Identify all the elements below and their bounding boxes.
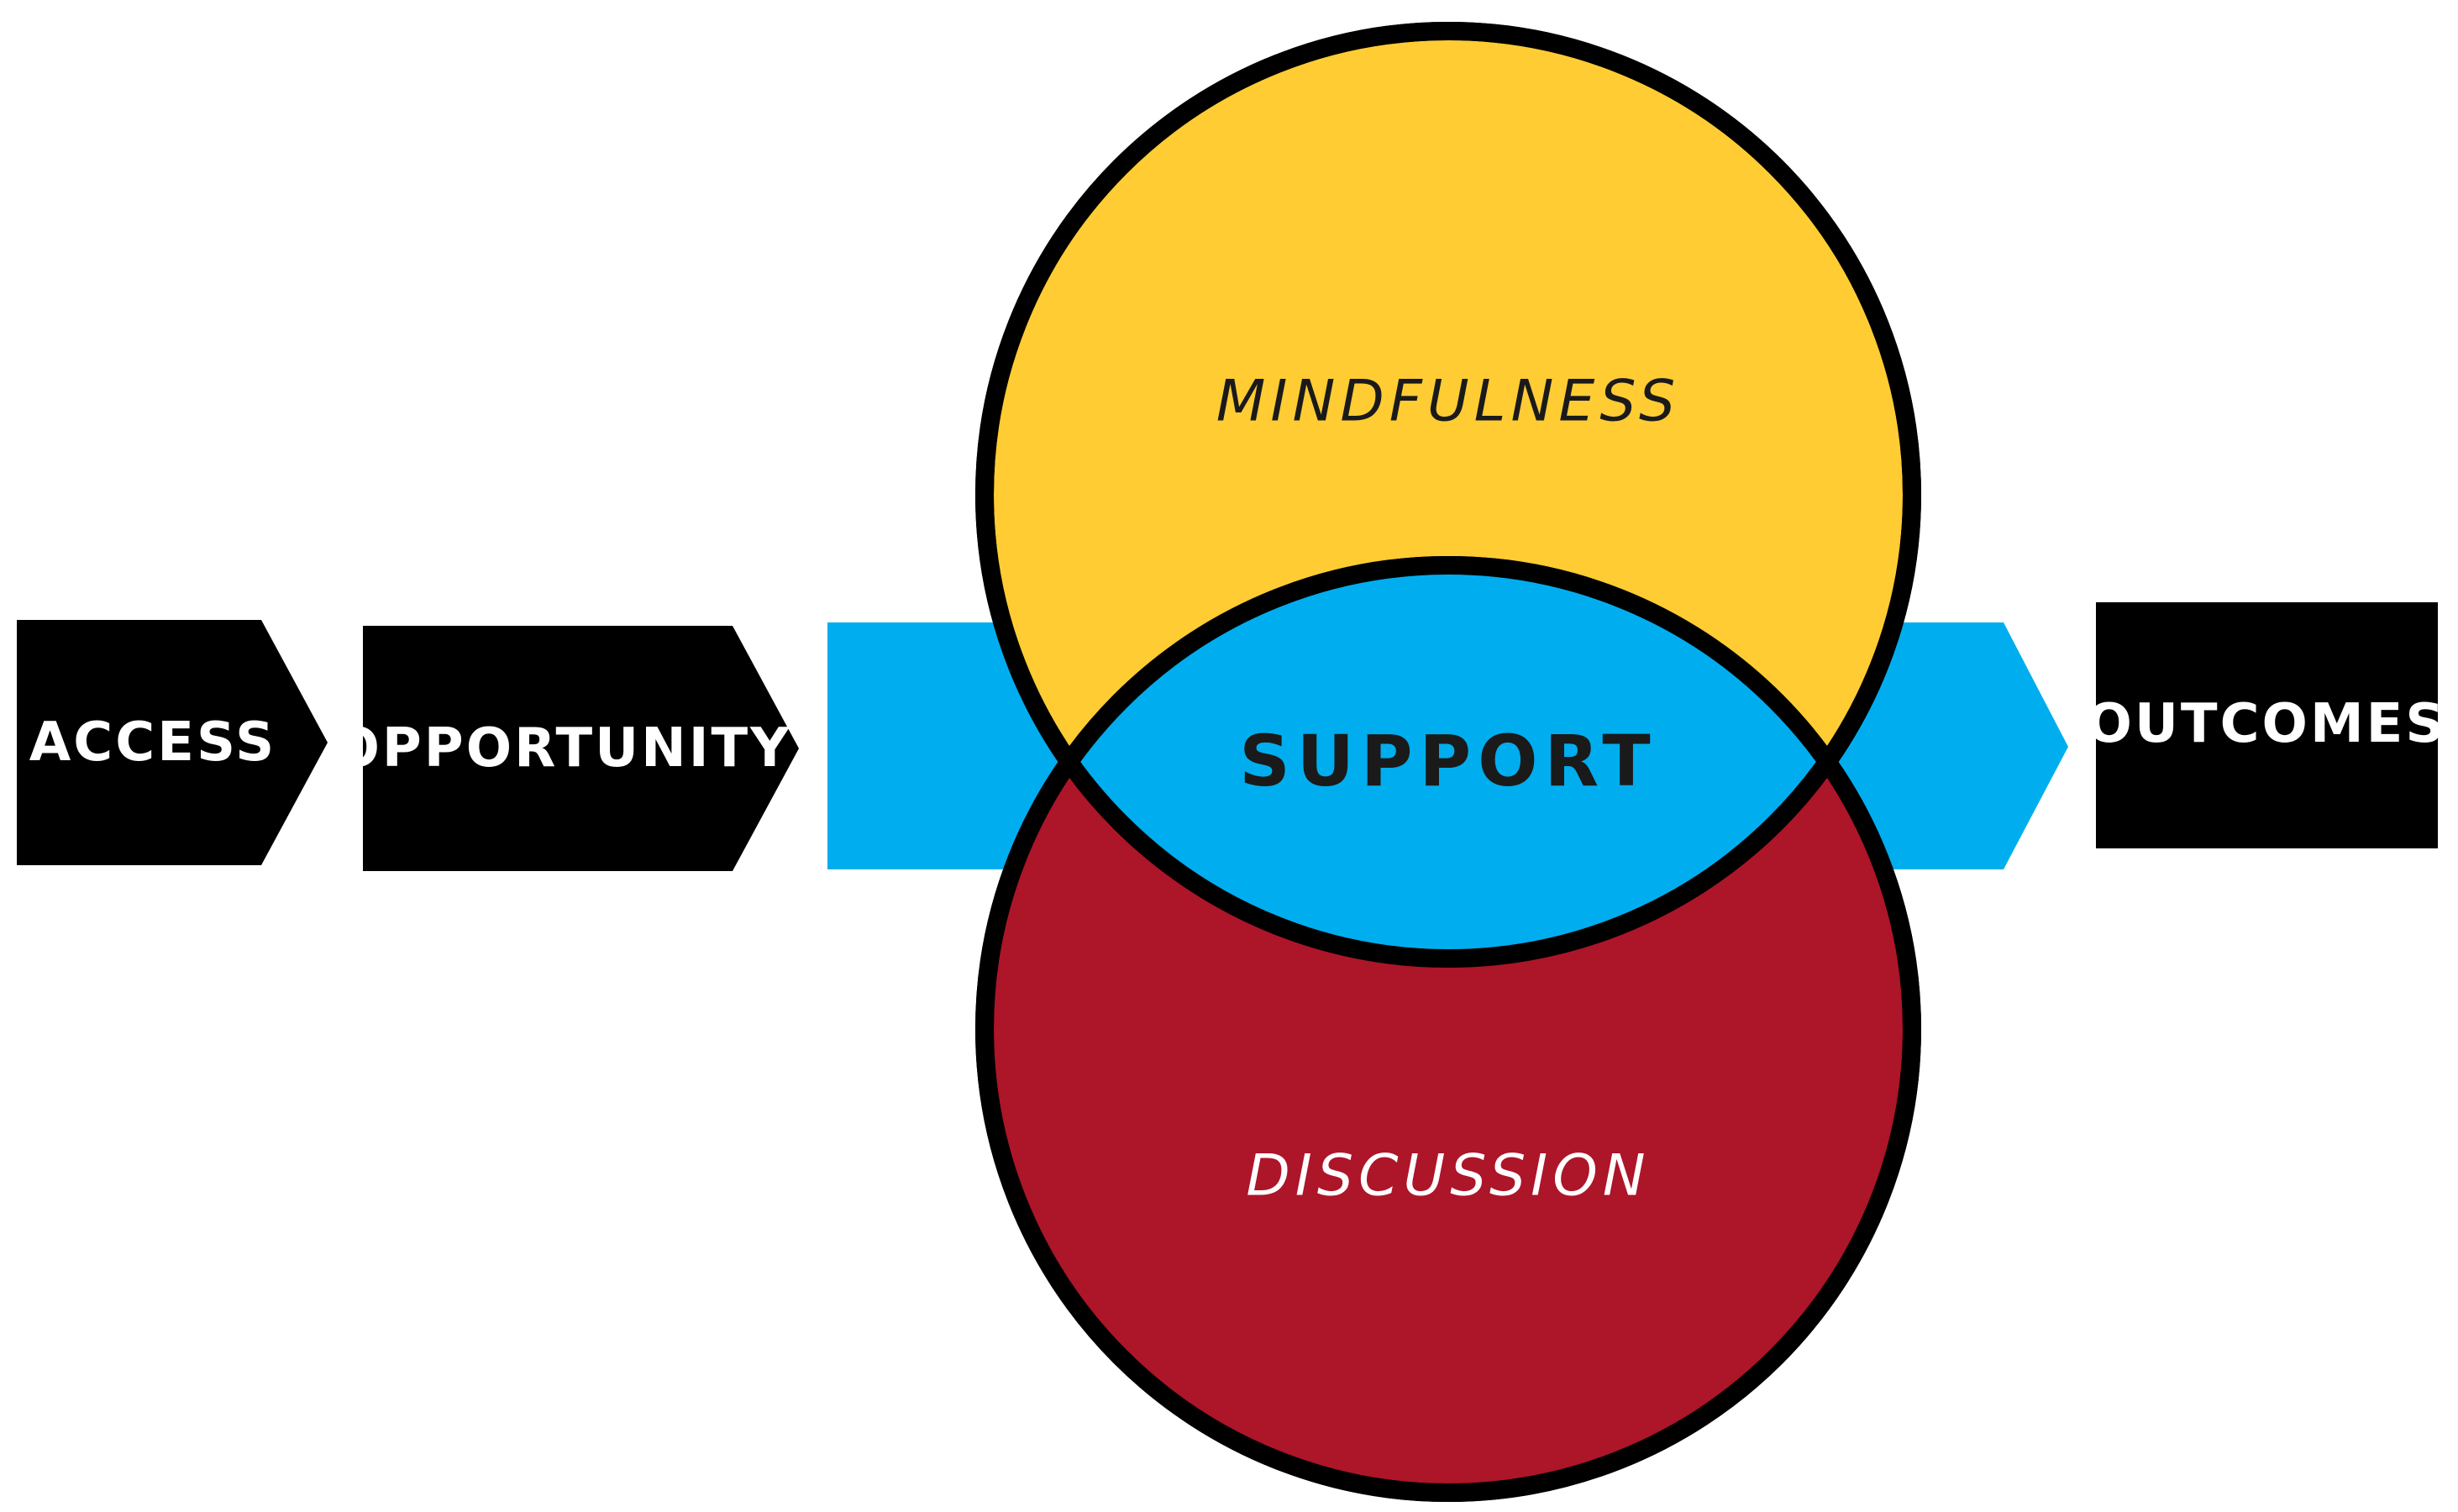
discussion-label: DISCUSSION (1246, 1143, 1650, 1210)
step-outcomes: OUTCOMES (2087, 602, 2447, 848)
step-access: ACCESS (17, 620, 328, 865)
step-opportunity-shape (363, 626, 799, 871)
support-overlap (985, 565, 1912, 958)
step-access-label: ACCESS (29, 711, 277, 774)
step-opportunity: OPPORTUNITY (334, 626, 799, 871)
mindfulness-outline (975, 22, 1921, 968)
step-outcomes-shape (2096, 602, 2438, 848)
support-label: SUPPORT (1239, 720, 1657, 802)
step-opportunity-label: OPPORTUNITY (334, 717, 791, 780)
step-outcomes-label: OUTCOMES (2087, 693, 2447, 755)
mindfulness-label: MINDFULNESS (1216, 369, 1680, 435)
discussion-outline (975, 556, 1921, 1502)
step-access-shape (17, 620, 328, 865)
